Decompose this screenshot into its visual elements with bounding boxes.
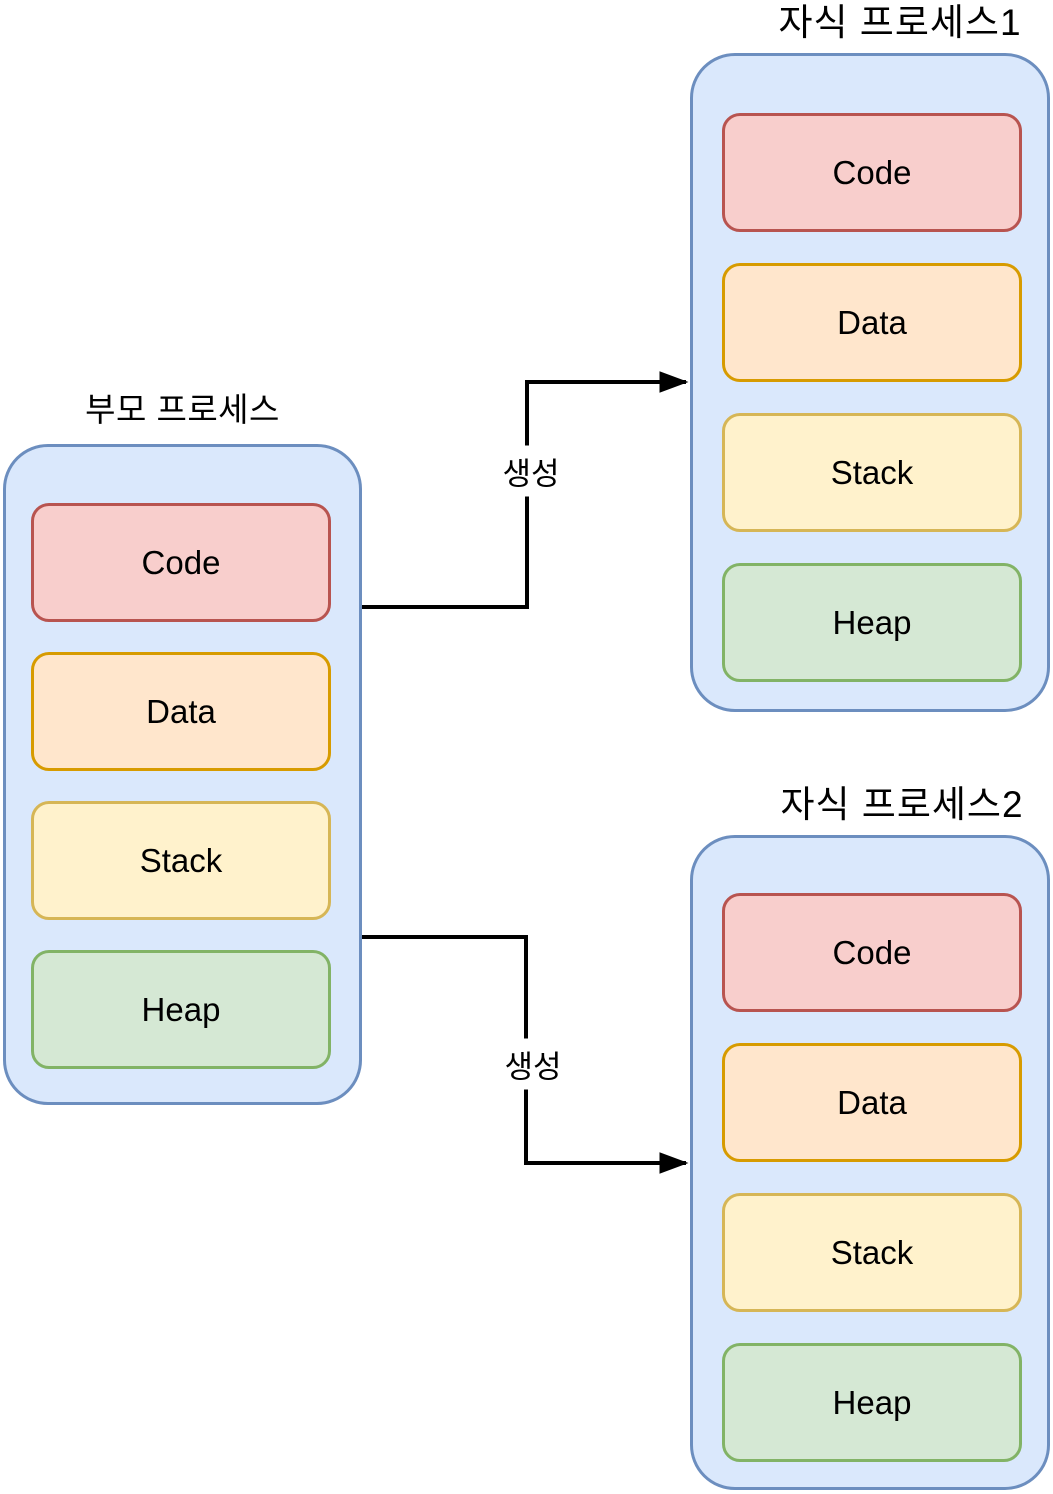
child-process-2-title: 자식 프로세스2 bbox=[780, 784, 1024, 825]
parent-data-block: Data bbox=[31, 652, 331, 771]
child1-heap-block: Heap bbox=[722, 563, 1022, 682]
parent-heap-block: Heap bbox=[31, 950, 331, 1069]
child1-code-block: Code bbox=[722, 113, 1022, 232]
child1-stack-block: Stack bbox=[722, 413, 1022, 532]
child2-code-block: Code bbox=[722, 893, 1022, 1012]
parent-stack-block: Stack bbox=[31, 801, 331, 920]
child-process-1-title: 자식 프로세스1 bbox=[778, 2, 1022, 43]
child2-data-block: Data bbox=[722, 1043, 1022, 1162]
child2-stack-block: Stack bbox=[722, 1193, 1022, 1312]
parent-process-title: 부모 프로세스 bbox=[85, 391, 280, 428]
spawn-label-child1: 생성 bbox=[498, 445, 564, 497]
child1-data-block: Data bbox=[722, 263, 1022, 382]
parent-code-block: Code bbox=[31, 503, 331, 622]
spawn-label-child2: 생성 bbox=[500, 1038, 566, 1090]
child2-heap-block: Heap bbox=[722, 1343, 1022, 1462]
